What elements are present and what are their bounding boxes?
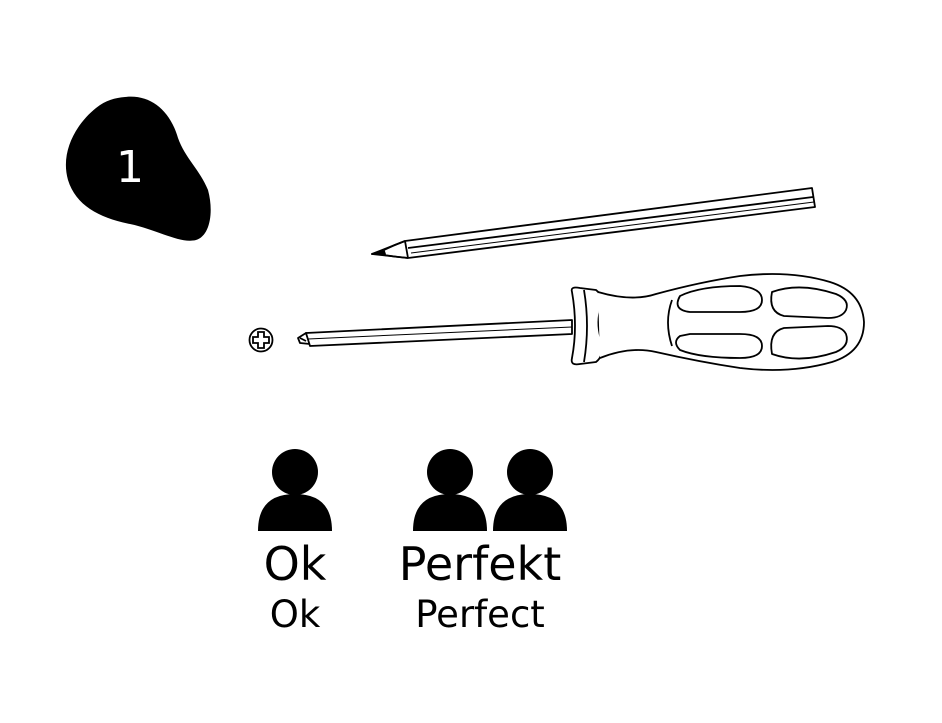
pencil-icon — [371, 187, 816, 259]
one-person-label-de: Ok — [263, 537, 327, 591]
step-badge-blob — [65, 96, 211, 241]
two-persons-label-de: Perfekt — [398, 537, 562, 591]
two-persons-label-en: Perfect — [415, 593, 545, 636]
phillips-screwdriver-icon — [297, 273, 865, 371]
person-icon — [258, 449, 332, 531]
phillips-screw-head-icon — [248, 327, 274, 353]
two-persons-icon — [413, 449, 567, 531]
step-number: 1 — [116, 142, 144, 193]
step-badge: 1 — [65, 96, 211, 241]
one-person-label-en: Ok — [269, 593, 321, 636]
